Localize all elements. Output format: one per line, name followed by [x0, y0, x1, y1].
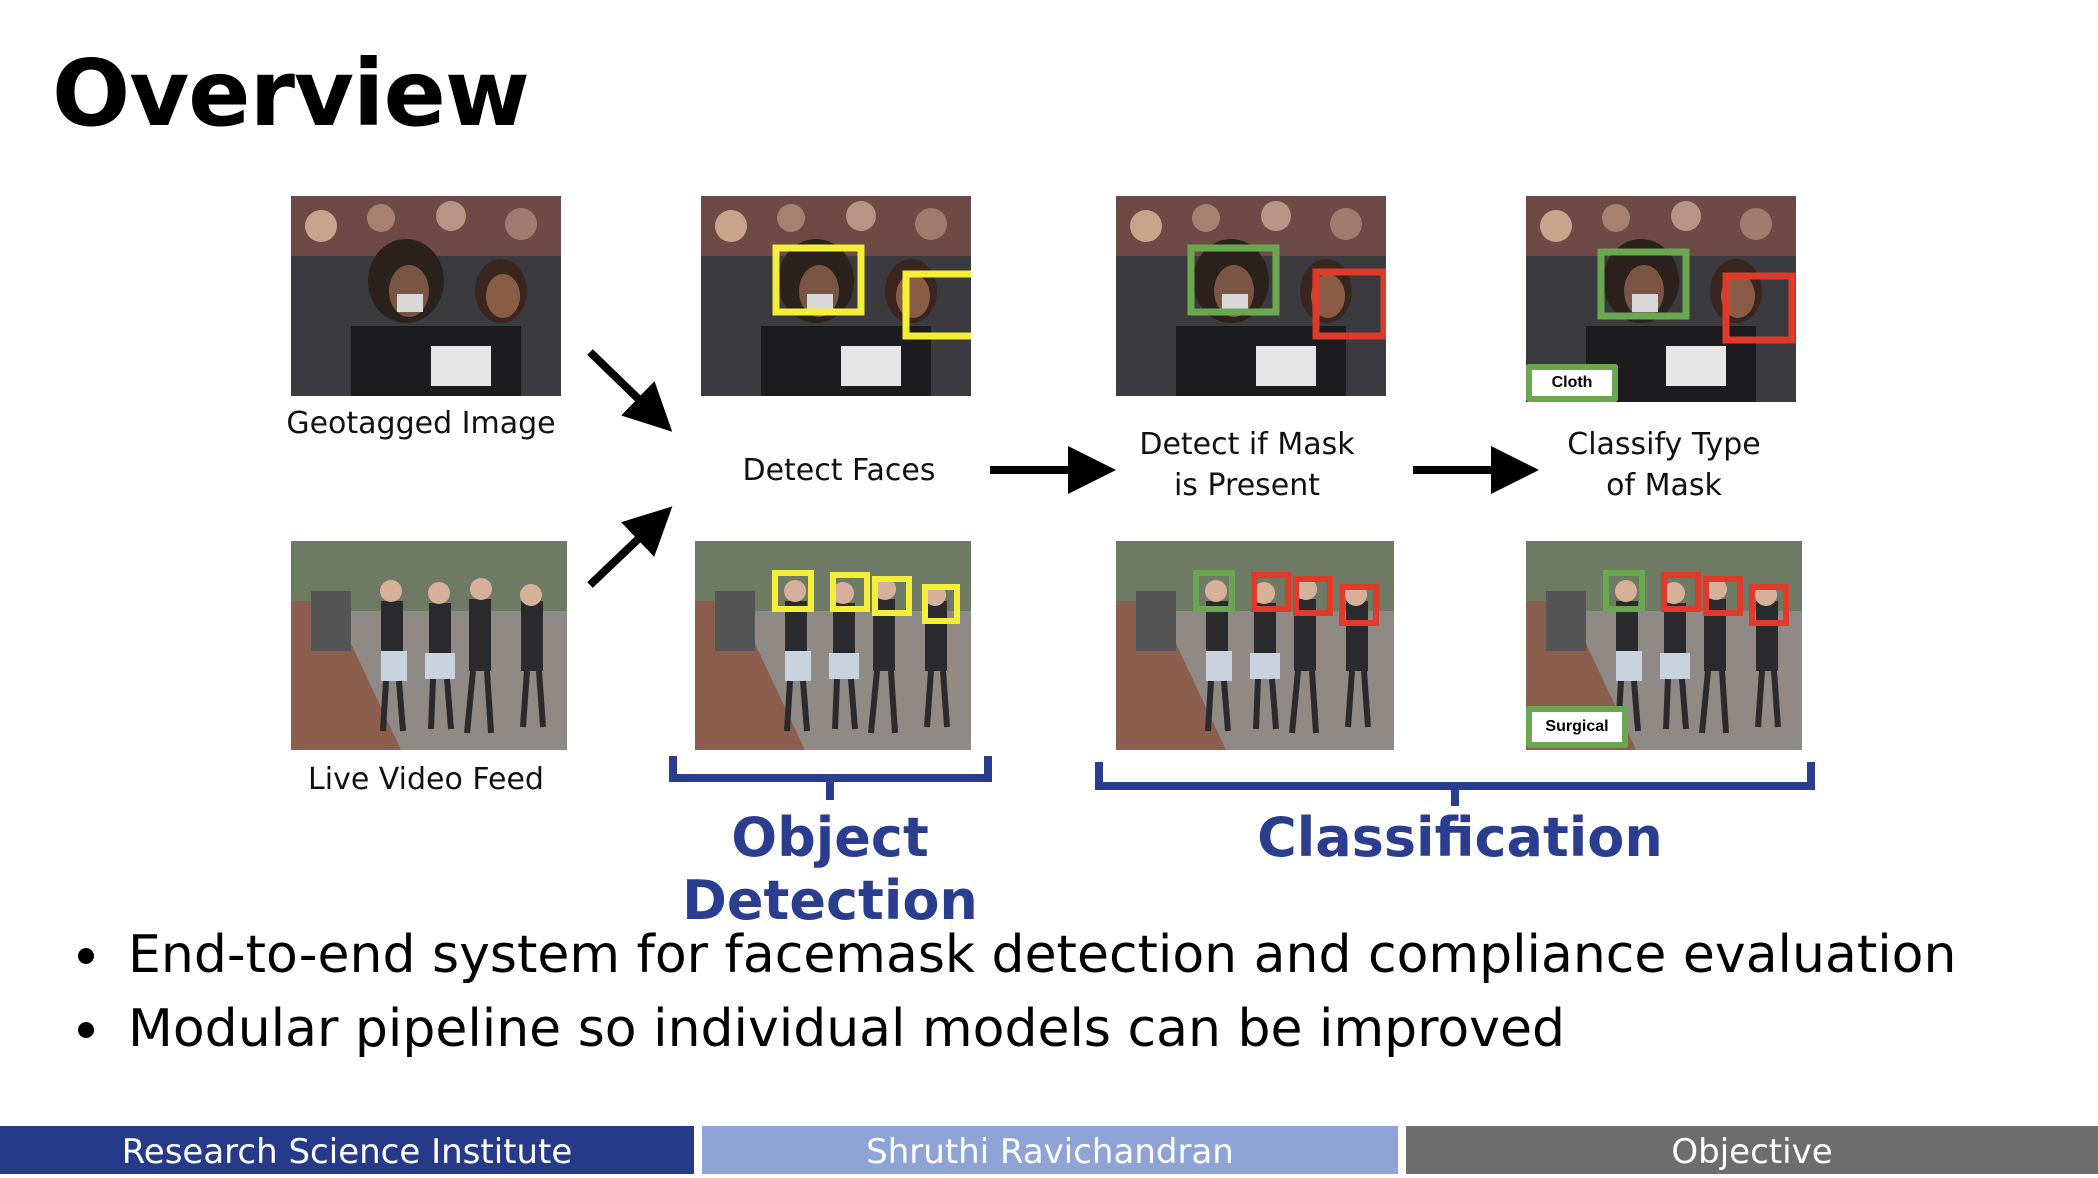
detect-mask-caption-line-2: is Present [1173, 468, 1321, 503]
detect-mask-caption: Detect if Mask is Present [1097, 424, 1397, 506]
classify-type-caption-line-1: Classify Type [1567, 427, 1761, 462]
mask-present-photo-1 [1116, 196, 1386, 396]
geotagged-image-photo [291, 196, 561, 396]
detect-faces-photo-1 [701, 196, 971, 396]
arrow-video-to-detect [587, 506, 673, 588]
classification-bracket [1095, 762, 1815, 806]
footer-institute: Research Science Institute [0, 1126, 694, 1174]
classification-label: Classification [1257, 806, 1663, 869]
live-video-feed-photo [291, 541, 567, 750]
object-detection-bracket [669, 756, 992, 800]
classify-type-caption-line-2: of Mask [1606, 468, 1722, 503]
classify-type-photo-2 [1526, 541, 1802, 750]
bullet-item: End-to-end system for facemask detection… [72, 918, 1956, 992]
geotagged-image-caption: Geotagged Image [286, 406, 556, 441]
bullet-list: End-to-end system for facemask detection… [72, 918, 1956, 1066]
footer-author: Shruthi Ravichandran [702, 1126, 1398, 1174]
live-video-feed-caption: Live Video Feed [308, 762, 544, 797]
detect-faces-photo-2 [695, 541, 971, 750]
slide-title: Overview [52, 40, 530, 147]
mask-present-photo-2 [1116, 541, 1394, 750]
object-detection-label: Object Detection [682, 806, 978, 932]
bullet-item: Modular pipeline so individual models ca… [72, 992, 1956, 1066]
surgical-tag: Surgical [1526, 706, 1628, 748]
arrow-image-to-detect [587, 349, 673, 432]
cloth-tag: Cloth [1526, 364, 1618, 402]
classify-type-caption: Classify Type of Mask [1514, 424, 1814, 506]
detect-faces-caption: Detect Faces [742, 453, 936, 488]
footer-section: Objective [1406, 1126, 2098, 1174]
detect-mask-caption-line-1: Detect if Mask [1139, 427, 1355, 462]
